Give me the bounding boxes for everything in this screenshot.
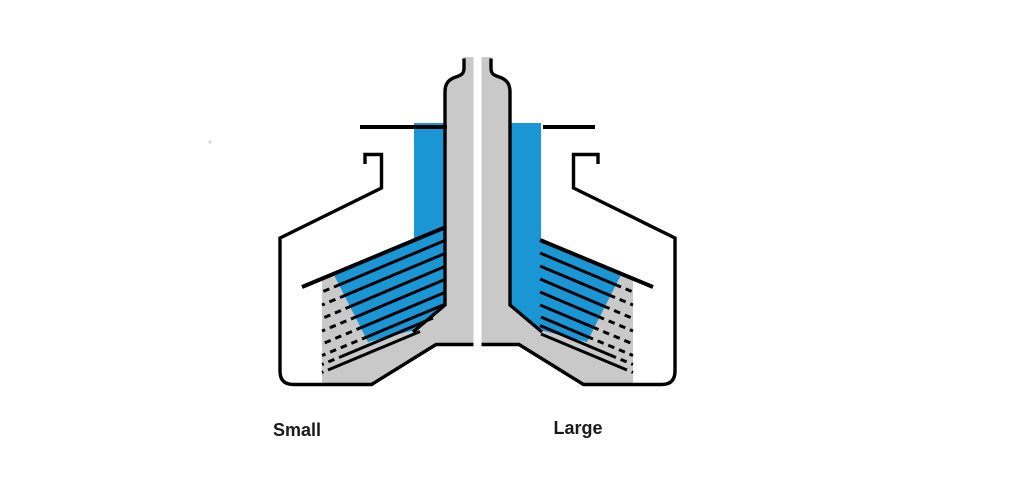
disc-line-dashed: [321, 315, 358, 333]
disc-line: [361, 290, 447, 329]
casing-outlines: [278, 58, 677, 387]
label-small: Small: [273, 420, 321, 440]
disc-line-dashed: [620, 366, 634, 374]
disc-band-top-left: [301, 225, 447, 289]
disc-stack-right: [539, 238, 654, 374]
disc-line-dashed: [321, 304, 353, 320]
disc-line-dashed: [608, 293, 634, 307]
disc-line-dashed: [321, 283, 341, 294]
disc-line-dashed-group-left: [321, 283, 369, 374]
disc-line: [344, 316, 434, 357]
disc-line: [539, 303, 594, 329]
casing-left: [278, 152, 474, 387]
disc-line: [333, 330, 421, 369]
disc-line-dashed: [321, 325, 364, 346]
disc-line: [339, 238, 447, 286]
spindle-outline-right: [489, 58, 544, 334]
disc-line-dashed: [602, 304, 634, 320]
disc-line: [367, 302, 447, 338]
disc-line: [539, 324, 611, 357]
disc-line: [345, 251, 447, 297]
disc-line: [350, 264, 447, 308]
disc-line: [540, 332, 622, 369]
bowl-metal-left: [322, 57, 474, 384]
disc-line-dashed: [321, 335, 369, 357]
spindle-outline-left: [411, 58, 466, 334]
disc-line: [539, 251, 616, 286]
disc-line-dashed: [321, 293, 347, 307]
disc-line-dashed: [591, 325, 634, 346]
disc-line-dashed: [321, 366, 335, 374]
disc-line-dashed: [614, 283, 634, 294]
disc-line: [540, 315, 588, 338]
disc-line: [539, 290, 599, 318]
disc-line: [539, 264, 610, 297]
disc-line: [539, 277, 605, 308]
label-large: Large: [553, 418, 602, 438]
stray-speck: [208, 140, 212, 144]
disc-line-dashed: [609, 353, 634, 366]
disc-line-dashed: [586, 335, 634, 357]
disc-line-dashed-group-right: [586, 283, 634, 374]
disc-line: [356, 277, 447, 318]
disc-line-dashed: [597, 315, 634, 333]
casing-right: [481, 152, 677, 387]
bowl-metal-right: [481, 57, 633, 384]
disc-stack-left: [301, 225, 447, 374]
disc-line-dashed: [321, 353, 346, 366]
disc-band-top-right: [539, 238, 654, 289]
